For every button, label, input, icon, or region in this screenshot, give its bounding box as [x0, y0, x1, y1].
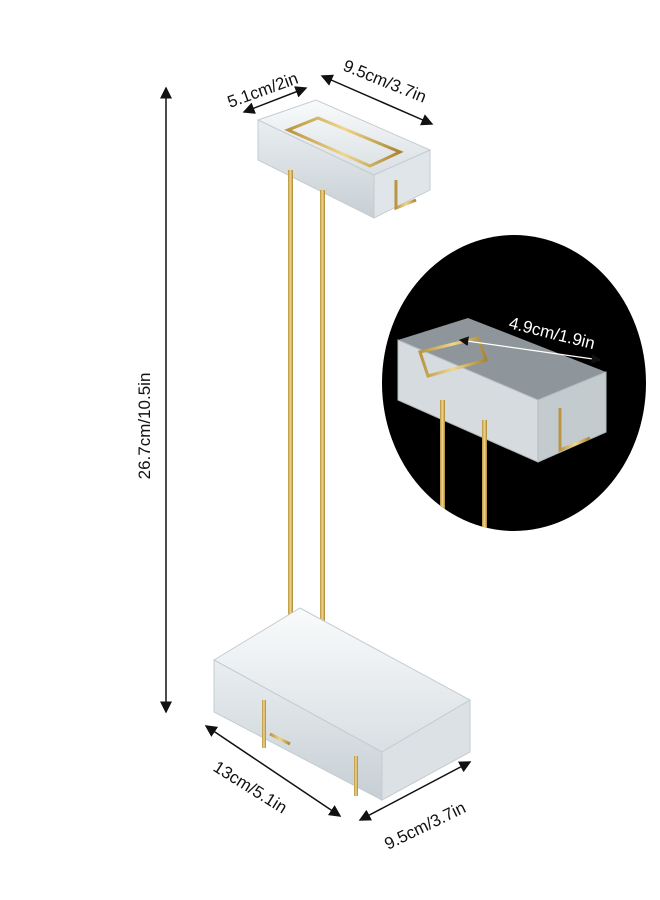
base-width-label: 9.5cm/3.7in — [381, 798, 468, 854]
detail-inset: 4.9cm/1.9in — [382, 235, 646, 531]
base-length-label: 13cm/5.1in — [210, 757, 291, 817]
dimension-lines — [160, 74, 472, 821]
top-width-label: 9.5cm/3.7in — [341, 56, 430, 107]
gold-rods — [287, 170, 325, 686]
top-acrylic-block — [256, 99, 432, 219]
height-label: 26.7cm/10.5in — [135, 373, 154, 480]
base-acrylic-block — [212, 607, 472, 801]
